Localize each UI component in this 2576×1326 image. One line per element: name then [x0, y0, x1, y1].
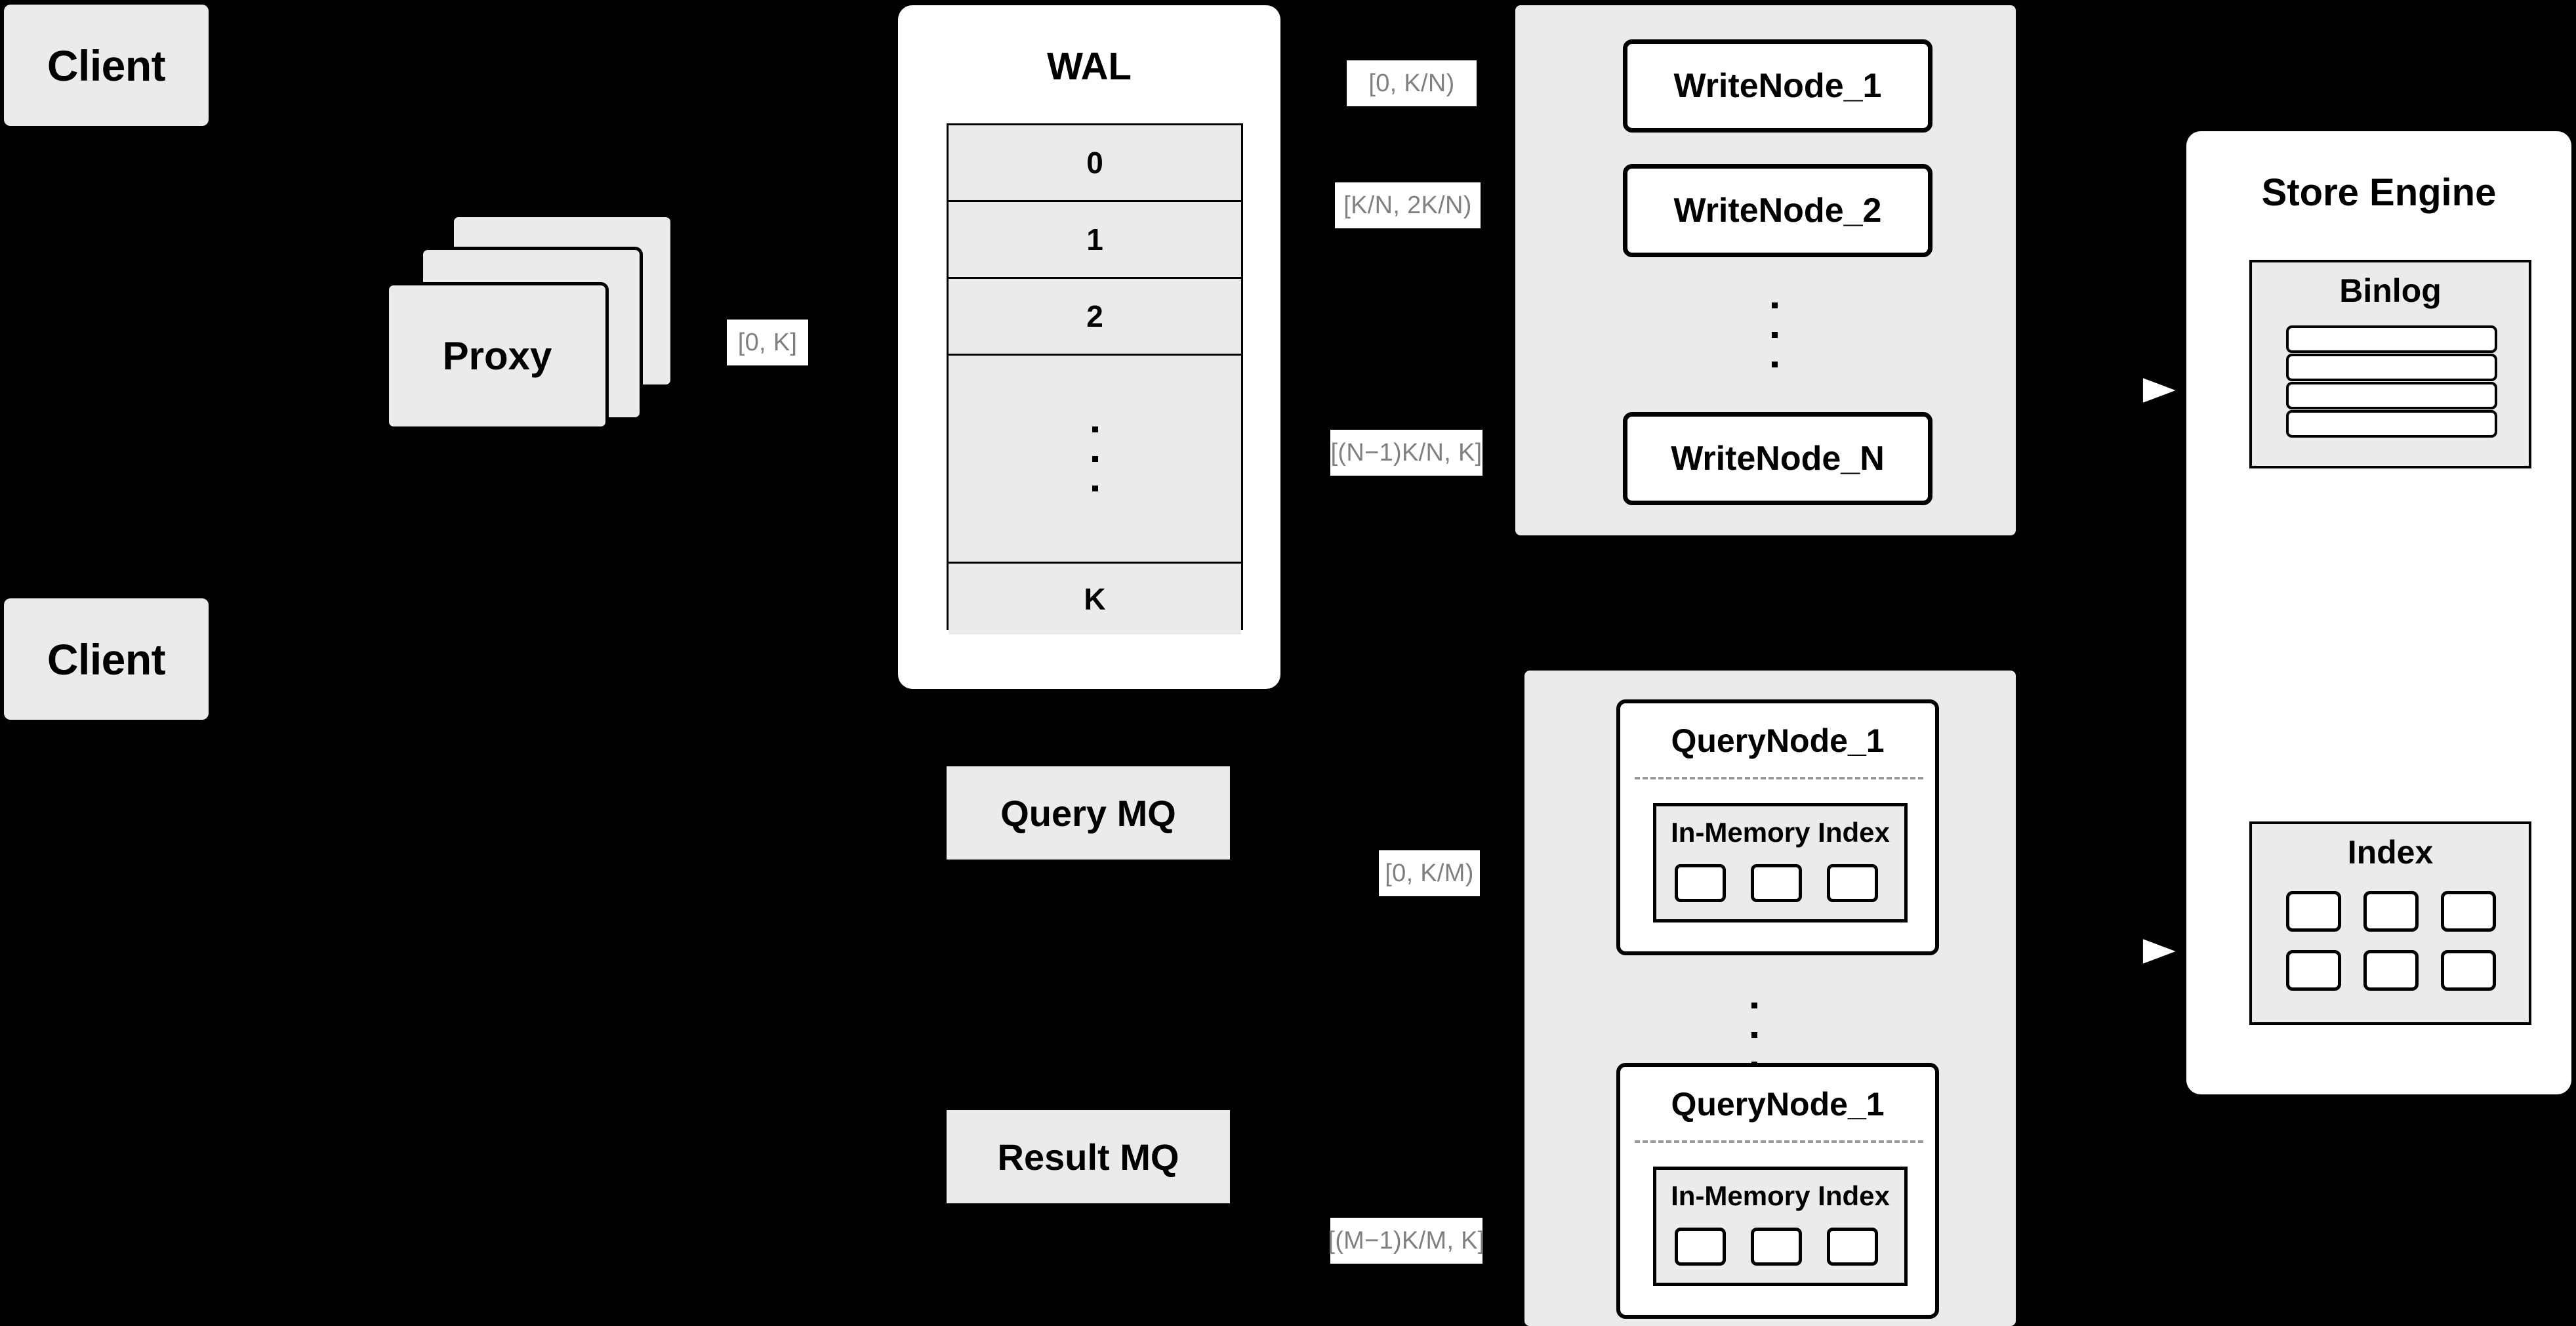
query-node-1-range-label: [0, K/M) — [1379, 850, 1480, 896]
binlog-box: Binlog — [2249, 260, 2531, 468]
result-mq-label: Result MQ — [997, 1136, 1179, 1178]
write-node-label: WriteNode_N — [1671, 440, 1885, 478]
query-mq-label: Query MQ — [1000, 792, 1176, 834]
query-node-2-range-label: [(M−1)K/M, K] — [1328, 1218, 1484, 1264]
binlog-bar[interactable] — [2286, 382, 2497, 409]
query-node-label: QueryNode_1 — [1671, 1086, 1885, 1123]
wal-row[interactable]: 0 — [949, 125, 1241, 202]
index-chip[interactable] — [1675, 864, 1726, 902]
write-node-n-range-label: [(N−1)K/N, K] — [1330, 430, 1482, 476]
wal-title: WAL — [1047, 45, 1132, 88]
index-chip[interactable] — [1827, 864, 1878, 902]
write-node-2-range-label: [K/N, 2K/N) — [1335, 182, 1481, 228]
index-chip[interactable] — [2441, 891, 2496, 932]
wal-row[interactable]: K — [949, 564, 1241, 634]
index-chip[interactable] — [1827, 1228, 1878, 1266]
proxy-output-range-label: [0, K] — [727, 320, 808, 365]
write-node-1[interactable]: WriteNode_1 — [1623, 39, 1932, 133]
client-label: Client — [47, 634, 166, 684]
in-memory-index-label: In-Memory Index — [1671, 1180, 1890, 1211]
index-chip[interactable] — [1751, 864, 1802, 902]
query-cluster-panel: QueryNode_1 In-Memory Index QueryNode_1 … — [1524, 671, 2016, 1326]
wal-row[interactable]: 2 — [949, 279, 1241, 356]
query-node-divider — [1635, 777, 1923, 779]
write-node-label: WriteNode_1 — [1673, 67, 1882, 105]
write-cluster-ellipsis-icon — [1748, 274, 1801, 396]
write-node-1-range-label: [0, K/N) — [1347, 60, 1477, 106]
binlog-title: Binlog — [2339, 272, 2442, 309]
binlog-bar[interactable] — [2286, 354, 2497, 381]
index-chip[interactable] — [1675, 1228, 1726, 1266]
binlog-bar[interactable] — [2286, 410, 2497, 438]
index-chip[interactable] — [2363, 950, 2419, 991]
in-memory-index-2: In-Memory Index — [1653, 1167, 1908, 1286]
proxy-label: Proxy — [442, 334, 552, 378]
binlog-bar[interactable] — [2286, 325, 2497, 353]
query-mq-box[interactable]: Query MQ — [947, 766, 1230, 860]
write-node-label: WriteNode_2 — [1673, 192, 1882, 230]
write-cluster-panel: WriteNode_1 WriteNode_2 WriteNode_N — [1515, 5, 2016, 535]
wal-row-ellipsis — [949, 356, 1241, 564]
in-memory-index-1: In-Memory Index — [1653, 803, 1908, 922]
index-chip[interactable] — [2286, 950, 2341, 991]
query-node-2[interactable]: QueryNode_1 In-Memory Index — [1616, 1063, 1939, 1319]
write-node-n[interactable]: WriteNode_N — [1623, 412, 1932, 505]
query-node-label: QueryNode_1 — [1671, 722, 1885, 759]
wal-rows-container: 0 1 2 K — [947, 123, 1243, 634]
write-node-2[interactable]: WriteNode_2 — [1623, 164, 1932, 257]
index-title: Index — [2347, 834, 2434, 871]
query-node-divider — [1635, 1140, 1923, 1143]
index-chip[interactable] — [1751, 1228, 1802, 1266]
index-chip[interactable] — [2363, 891, 2419, 932]
store-engine-title: Store Engine — [2261, 171, 2497, 214]
in-memory-index-label: In-Memory Index — [1671, 817, 1890, 848]
index-box: Index — [2249, 821, 2531, 1025]
store-engine-panel: Store Engine Binlog Index — [2186, 131, 2571, 1094]
client-box-1[interactable]: Client — [4, 5, 209, 126]
client-box-2[interactable]: Client — [4, 598, 209, 720]
proxy-box[interactable]: Proxy — [386, 282, 609, 430]
index-chip[interactable] — [2286, 891, 2341, 932]
query-node-1[interactable]: QueryNode_1 In-Memory Index — [1616, 699, 1939, 955]
wal-row[interactable]: 1 — [949, 202, 1241, 279]
wal-panel: WAL 0 1 2 K — [898, 5, 1280, 689]
vertical-ellipsis-icon — [1092, 426, 1098, 491]
index-chip[interactable] — [2441, 950, 2496, 991]
result-mq-box[interactable]: Result MQ — [947, 1110, 1230, 1203]
client-label: Client — [47, 41, 166, 90]
